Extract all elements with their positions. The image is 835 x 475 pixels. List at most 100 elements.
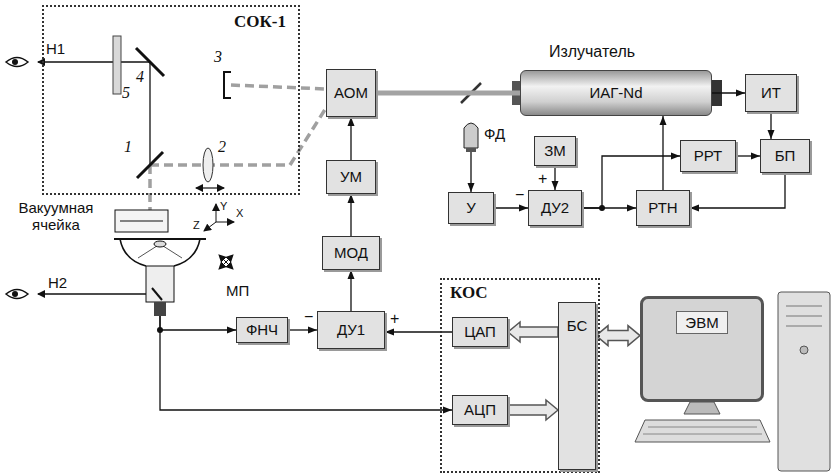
photodiode-symbol [464,123,478,148]
keyboard [635,420,770,442]
signal-connector [736,153,760,160]
photodiode: ФД [462,118,510,152]
axis-arrow [204,222,216,231]
wire [160,316,452,410]
arrow-head [768,130,775,139]
node-label: У [466,199,476,216]
laser-emitter: ИзлучательИАГ-Nd [520,70,712,116]
node-label: ДУ1 [337,321,365,338]
drive-slots [786,306,822,326]
process-box: ЗМ [534,136,576,166]
axis-label: Z [193,219,200,232]
arrow-head [443,407,452,414]
signal-connector [660,116,667,190]
node-label: УМ [340,168,362,185]
eye-outline [6,290,28,299]
process-box: МОД [322,236,380,270]
amplifier-box: У [448,192,494,224]
callout-number: 4 [136,68,144,86]
filter-box: ФНЧ [236,317,288,343]
mirror [152,288,162,300]
eye-symbol [6,58,28,67]
node-label: ФНЧ [246,321,278,338]
data-bus-arrow [596,326,640,346]
arrow-head [468,183,475,192]
microscope: МП [108,236,212,316]
arrow-head [348,194,355,203]
node-label: ДУ2 [541,199,569,216]
amplifier-box: УМ [326,160,376,194]
callout-number: 2 [218,138,226,156]
arrow-head [671,153,680,160]
node-label: МП [226,282,249,299]
arrow-head [385,329,394,336]
scan-arrows [219,255,233,269]
region-title: СОК-1 [234,12,286,32]
arrow-head [519,205,528,212]
node-label: БП [775,147,796,164]
process-box: ИТ [745,74,797,112]
signal-connector [348,270,355,311]
signal-connector [468,152,475,192]
arrow-head [348,117,355,126]
arrow-head [308,327,317,334]
process-box: РРТ [680,140,736,172]
power-button [800,346,808,354]
process-box: ДУ1 [317,311,385,349]
keyboard-keys [643,427,762,434]
node-label: МОД [334,244,368,261]
sign-label: + [537,171,548,187]
modulator-box: АОМ [326,69,376,117]
axis-label: X [236,207,243,220]
node-label: ЦАП [464,323,496,340]
data-bus-arrow [508,400,558,420]
arrow-head [227,327,236,334]
filter-plate [113,36,121,94]
eye-symbol [6,290,28,299]
laser-beam [231,85,326,89]
node-label: Излучатель [549,43,635,61]
sign-label: − [514,187,525,203]
optical-unit-region: СОК-1 [42,5,300,195]
signal-connector [160,316,452,414]
microscope-wall [174,239,200,266]
signal-connector [768,112,775,139]
eye-pupil [12,291,18,297]
view-label: Н1 [46,40,65,57]
laser-beam [148,165,152,210]
process-box: ДУ2 [528,190,582,226]
node-label: ИТ [761,84,781,101]
vacuum-cell [115,210,168,232]
control-region: КОСЦАПАЦПБС [440,278,600,473]
block-arrow [508,322,558,342]
view-label: Н2 [48,274,67,291]
wire [690,173,785,208]
region-title: КОС [450,283,488,303]
laser-beam [376,93,520,94]
block-arrow [508,400,558,420]
node-label: РТН [648,199,677,216]
callout-number: 3 [214,48,222,66]
arrow-head [348,270,355,279]
block-arrow [596,326,640,346]
node-label: ЭВМ [676,311,727,334]
node-label: БС [567,317,588,334]
monitor-stand [684,402,720,414]
power-box: БП [760,139,810,173]
node-label: ФД [484,125,505,142]
eye-outline [6,58,28,67]
beam-line [376,91,520,96]
interface-block: БС [558,302,596,470]
microscope-body [146,266,174,302]
lens [203,148,213,182]
wire [662,116,663,190]
arrow-head [627,205,636,212]
observation-ray [38,61,150,62]
signal-connector [494,205,528,212]
optical-axis [149,62,150,165]
node-label: РРТ [694,147,723,164]
sign-label: − [303,309,314,325]
arrow-head [660,116,667,125]
arrow-head [736,90,745,97]
callout-number: 5 [122,84,130,102]
